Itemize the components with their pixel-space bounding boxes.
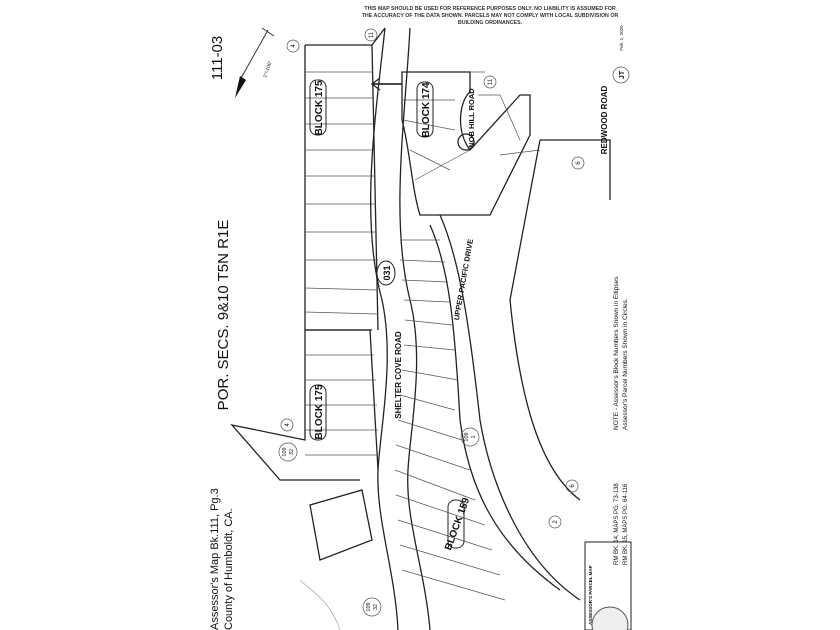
block-number: 031: [382, 265, 392, 280]
title-line2: County of Humboldt, CA.: [223, 508, 235, 630]
block-175-upper-parcels: [304, 27, 386, 331]
north-arrow-icon: [235, 27, 275, 98]
disclaimer-text: THIS MAP SHOULD BE USED FOR REFERENCE PU…: [361, 6, 619, 26]
rm-ref-2: RM BK. 15, MAPS PG. 64-116: [623, 483, 629, 565]
road-shelter-cove: SHELTER COVE ROAD: [394, 331, 403, 419]
block-label: BLOCK 175: [314, 80, 325, 135]
parcel-circle: 6: [570, 484, 576, 488]
block-label: BLOCK 174: [421, 82, 432, 137]
map-number: 111-03: [209, 36, 226, 80]
parcel-circle: 2: [553, 520, 559, 524]
ref-bottom: 32: [373, 604, 379, 610]
note-line2: Assessor's Parcel Numbers Shown in Circl…: [622, 298, 629, 430]
ref-top: 109: [464, 432, 470, 441]
parcel-circle: 4: [285, 423, 291, 427]
block-label: BLOCK 175: [314, 384, 325, 439]
note-line1: NOTE - Assessor's Block Numbers Shown in…: [613, 276, 620, 430]
ref-bottom: 32: [289, 449, 295, 455]
ref-top: 109: [282, 447, 288, 456]
initials-circle: [612, 66, 630, 84]
block-label: BLOCK 159: [443, 496, 472, 552]
parcel-circle: 4: [291, 44, 297, 48]
initials: JT: [619, 70, 626, 79]
road-upper-pacific: UPPER PACIFIC DRIVE: [452, 238, 475, 321]
date: Feb. 1, 2020: [619, 25, 624, 51]
scale-text: 1"=100': [262, 61, 273, 79]
parcel-circle: 11: [488, 78, 494, 85]
section-text: POR. SECS. 9&10 T5N R1E: [215, 220, 232, 411]
title-line1: Assessor's Map Bk.111, Pg.3: [209, 488, 221, 630]
ref-top: 109: [366, 602, 372, 611]
ref-bottom: 1: [471, 435, 477, 438]
block-175-lower-parcels: [230, 329, 379, 630]
parcel-circle: 6: [576, 161, 582, 165]
block-159-parcels: [394, 239, 506, 601]
stamp-title: ASSESSOR'S PARCEL MAP: [588, 565, 593, 625]
block-174-parcels: [401, 71, 611, 601]
rm-ref-1: RM BK. 14, MAPS PG. 73-138: [614, 483, 620, 565]
road-redwood: REDWOOD ROAD: [600, 86, 609, 155]
county-seal-icon: [591, 606, 629, 630]
stamp-box: [584, 541, 632, 630]
parcel-circle: 11: [369, 31, 375, 38]
road-nob-hill: NOB HILL ROAD: [467, 88, 476, 148]
